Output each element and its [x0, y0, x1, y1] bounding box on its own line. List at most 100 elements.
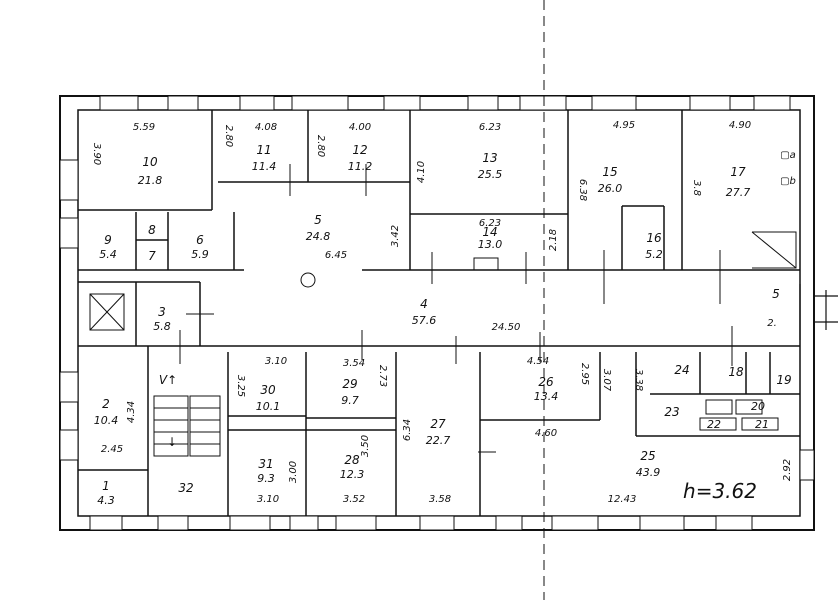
window	[715, 515, 753, 531]
room-number: 2	[102, 397, 110, 411]
window	[59, 371, 79, 403]
room-area: 22.7	[426, 434, 451, 447]
dimension: 6.23	[479, 122, 501, 133]
room-number: 21	[755, 418, 769, 431]
room-area: 5.9	[191, 248, 209, 261]
room-number: 5	[314, 213, 322, 227]
room-number: 27	[430, 417, 446, 431]
window	[495, 515, 523, 531]
bottom-windows	[89, 515, 753, 531]
dimension: 2.80	[223, 125, 234, 147]
window	[289, 515, 319, 531]
column	[300, 272, 316, 288]
room-area: 11.2	[348, 160, 373, 173]
dimension: 4.00	[349, 122, 371, 133]
window	[335, 515, 377, 531]
top-windows	[99, 95, 791, 111]
dimension: 4.10	[416, 161, 427, 183]
inner-wall-line	[77, 109, 801, 517]
room-number: 7	[148, 249, 156, 263]
sink-icon: ▢a	[780, 150, 796, 161]
dimension: 3.10	[265, 356, 287, 367]
window	[99, 95, 139, 111]
window	[799, 449, 815, 481]
dimension: 6.38	[577, 179, 588, 201]
outer-wall-line	[59, 95, 815, 531]
window	[59, 217, 79, 249]
dimension: 6.34	[402, 419, 413, 441]
dimension: 12.43	[608, 494, 637, 505]
sink	[735, 399, 763, 415]
dimension: 3.8	[691, 180, 702, 196]
stair-label: V↑	[159, 373, 177, 387]
room-labels: 10 21.8 11 11.4 12 11.2 13 25.5 15 26.0 …	[94, 143, 792, 507]
dimension: 2.18	[548, 229, 559, 251]
window	[753, 95, 791, 111]
window	[89, 515, 123, 531]
window	[383, 95, 421, 111]
exterior-walls	[59, 95, 815, 531]
room-number: 9	[104, 233, 112, 247]
room-number: 10	[142, 155, 158, 169]
dimension: 6.45	[325, 250, 347, 261]
room-area: 57.6	[412, 314, 437, 327]
room-area: 27.7	[726, 186, 751, 199]
room-number: 6	[196, 233, 204, 247]
room-number: 14	[482, 225, 497, 239]
room-number: 8	[148, 223, 156, 237]
dimension: 3.52	[343, 494, 365, 505]
dimension: 3.07	[601, 369, 612, 392]
room-area: 24.8	[306, 230, 331, 243]
toilet	[699, 417, 737, 431]
room-number: 4	[420, 297, 428, 311]
stair-flight	[153, 395, 189, 457]
dimension: 4.90	[729, 120, 751, 131]
room-area: 11.4	[252, 160, 277, 173]
dimension: 6.23	[479, 218, 501, 229]
side-windows	[59, 159, 815, 481]
room-area: 9.7	[341, 394, 359, 407]
dimension: 3.54	[343, 358, 365, 369]
window	[467, 95, 499, 111]
room-number: 13	[482, 151, 497, 165]
room-number: 30	[260, 383, 276, 397]
dimension: 2.45	[101, 444, 123, 455]
room-number: 15	[602, 165, 617, 179]
interior-walls	[78, 110, 800, 516]
sink	[705, 399, 733, 415]
dimension: 2.	[767, 318, 777, 329]
stair-arrow-icon: ↓	[167, 435, 177, 449]
room-number: 24	[674, 363, 689, 377]
niche	[473, 257, 499, 271]
room-area: 5.4	[99, 248, 117, 261]
window	[239, 95, 275, 111]
window	[689, 95, 731, 111]
room-area: 13.4	[534, 390, 559, 403]
room-number: 25	[640, 449, 655, 463]
dimension: 2.73	[377, 365, 388, 387]
dimension: 3.90	[91, 143, 102, 165]
room-area: 13.0	[478, 238, 503, 251]
dimension: 3.42	[390, 225, 401, 247]
dimension: 3.58	[429, 494, 451, 505]
door-marks	[179, 164, 733, 453]
fixtures	[89, 231, 797, 457]
window	[167, 95, 199, 111]
room-area: 5.2	[645, 248, 663, 261]
dimension: 4.08	[255, 122, 277, 133]
room-area: 10.1	[256, 400, 281, 413]
room-area: 26.0	[598, 182, 623, 195]
room-number: 23	[664, 405, 679, 419]
window	[59, 159, 79, 201]
room-area: 43.9	[636, 466, 661, 479]
room-area: 12.3	[340, 468, 365, 481]
dimension: 4.54	[527, 356, 549, 367]
elevator-shaft	[89, 293, 125, 331]
dimension: 3.25	[235, 375, 246, 397]
window	[229, 515, 271, 531]
dimension: 3.50	[360, 435, 371, 457]
dimension-labels: 5.59 4.08 4.00 6.23 4.95 4.90 3.90 2.80 …	[91, 120, 793, 505]
window	[419, 515, 455, 531]
window	[551, 515, 599, 531]
